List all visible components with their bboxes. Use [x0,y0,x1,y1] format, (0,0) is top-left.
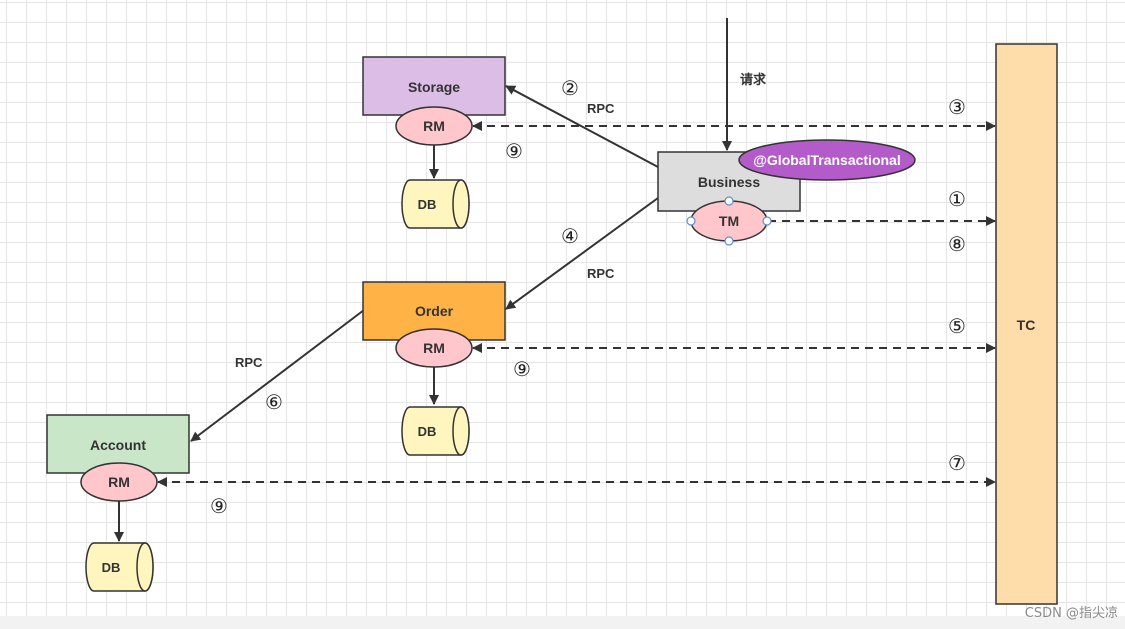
global-transactional-label: @GlobalTransactional [753,152,900,168]
step-3: ③ [948,95,966,119]
step-9-order: ⑨ [513,357,531,381]
rpc-label-storage: RPC [587,101,615,116]
rpc-arrow-business-order [505,197,659,310]
storage-box [362,56,506,116]
storage-label: Storage [408,79,460,95]
step-9-account: ⑨ [210,494,228,518]
business-tm-label: TM [719,213,739,229]
storage-rm-label: RM [423,118,445,134]
account-label: Account [90,437,146,453]
storage-rm [395,106,473,146]
rpc-arrow-business-storage [505,85,659,168]
csdn-watermark: CSDN @指尖凉 [1025,606,1118,621]
storage-db-label: DB [418,197,437,212]
order-rm-label: RM [423,340,445,356]
step-4: ④ [561,224,579,248]
order-label: Order [415,303,454,319]
storage-db: DB [401,179,470,229]
tm-selection-handles [686,196,772,246]
account-rm [80,462,158,502]
tc-label: TC [1017,317,1036,333]
diagram-canvas [0,0,1125,616]
step-2: ② [561,76,579,100]
rpc-label-order: RPC [587,266,615,281]
account-rm-label: RM [108,474,130,490]
order-db-label: DB [418,424,437,439]
step-5: ⑤ [948,314,966,338]
request-label: 请求 [740,72,767,87]
rpc-label-account: RPC [235,355,263,370]
step-6: ⑥ [265,390,283,414]
business-label: Business [698,174,760,190]
account-db-label: DB [102,560,121,575]
tc-box [995,43,1058,605]
step-8: ⑧ [948,232,966,256]
order-db: DB [401,406,470,456]
rpc-arrow-order-account [190,309,365,442]
order-rm [395,328,473,368]
footer-bar [0,616,1125,629]
step-1: ① [948,187,966,211]
account-db: DB [85,542,154,592]
step-7: ⑦ [948,451,966,475]
step-9-storage: ⑨ [505,139,523,163]
global-transactional-annotation [738,139,916,181]
